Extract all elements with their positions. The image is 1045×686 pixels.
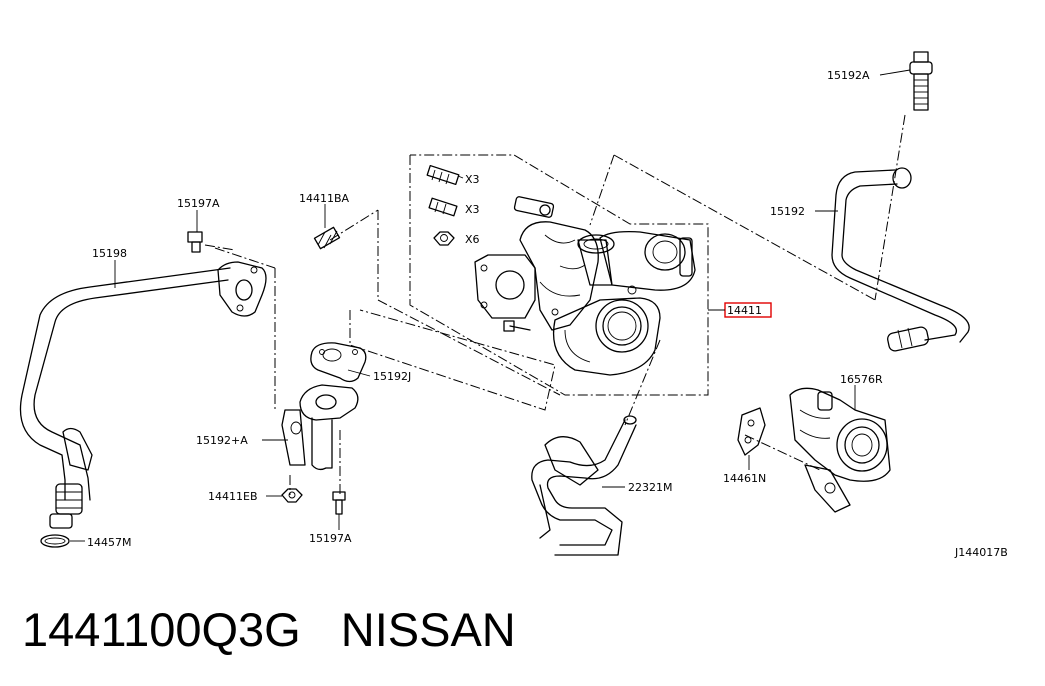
label-15197A-top: 15197A [177, 197, 220, 210]
valve-body-16576R [789, 387, 891, 513]
label-14461N: 14461N [723, 472, 766, 485]
o-ring-14457M [40, 534, 70, 548]
label-14411BA: 14411BA [299, 192, 350, 205]
brand-name: NISSAN [340, 603, 516, 656]
label-x6: X6 [465, 233, 480, 246]
banjo-bolt-15192A [909, 51, 933, 111]
oil-feed-tube-15192 [831, 167, 970, 352]
label-16576R: 16576R [840, 373, 883, 386]
gasket-14461N [737, 407, 766, 456]
stud-set [426, 164, 460, 246]
label-14457M: 14457M [87, 536, 131, 549]
bracket-15192+A [281, 384, 359, 471]
bolt-15197A-top [187, 231, 203, 253]
label-14411EB: 14411EB [208, 490, 258, 503]
label-22321M: 22321M [628, 481, 672, 494]
stud-14411BA [313, 226, 341, 250]
label-15197A-bottom: 15197A [309, 532, 352, 545]
turbocharger-14411 [474, 196, 696, 376]
part-labels: 15192A 15192 15197A 14411BA 15198 X3 X3 … [87, 69, 1008, 559]
parts-diagram: 15192A 15192 15197A 14411BA 15198 X3 X3 … [19, 51, 1008, 559]
label-x3-second: X3 [465, 203, 480, 216]
part-caption: 1441100Q3G NISSAN [22, 600, 516, 660]
label-15192A: 15192A [827, 69, 870, 82]
hose-22321M [531, 415, 637, 556]
bolt-15197A-bottom [332, 491, 346, 515]
part-number: 1441100Q3G [22, 603, 301, 656]
label-x3-first: X3 [465, 173, 480, 186]
label-15192-plus-A: 15192+A [196, 434, 248, 447]
leader-lines [70, 69, 911, 542]
label-15198: 15198 [92, 247, 127, 260]
gasket-15192J [310, 342, 367, 383]
label-14411: 14411 [727, 304, 762, 317]
nut-14411EB [281, 488, 303, 503]
label-15192: 15192 [770, 205, 805, 218]
label-15192J: 15192J [373, 370, 411, 383]
diagram-reference-code: J144017B [954, 546, 1008, 559]
oil-return-tube-15198 [19, 261, 267, 529]
